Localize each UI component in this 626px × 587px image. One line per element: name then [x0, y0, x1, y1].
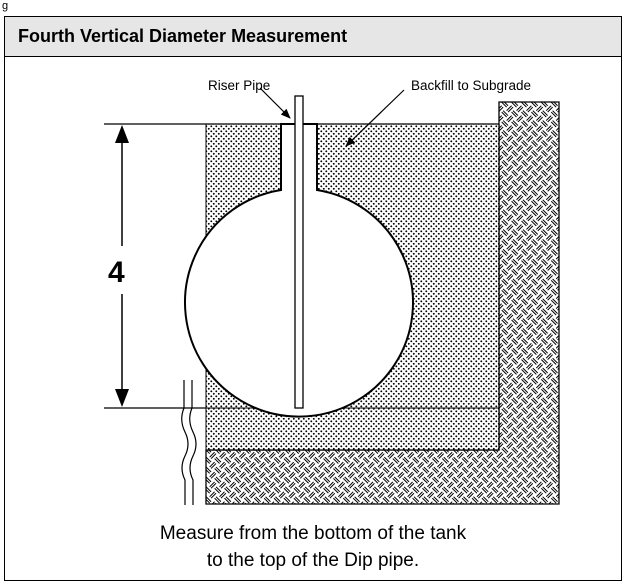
- measurement-number: 4: [108, 256, 125, 289]
- figure-label: g: [2, 0, 9, 12]
- caption-line-1: Measure from the bottom of the tank: [159, 523, 467, 544]
- riser-pipe: [294, 95, 304, 409]
- header-background: [5, 17, 621, 56]
- break-line-right: [189, 380, 197, 505]
- caption-line-2: to the top of the Dip pipe.: [206, 550, 420, 571]
- backfill-label: Backfill to Subgrade: [411, 78, 531, 93]
- excavation-boundary: [206, 124, 500, 451]
- backfill-leader: [345, 89, 405, 147]
- riser-pipe-leader: [259, 87, 291, 119]
- dimension-arrow-down: [115, 389, 129, 407]
- dimension-arrow-up: [115, 125, 129, 143]
- figure-header: Fourth Vertical Diameter Measurement: [5, 17, 621, 57]
- figure-title: Fourth Vertical Diameter Measurement: [18, 26, 348, 46]
- riser-pipe-label: Riser Pipe: [208, 78, 270, 93]
- break-line-left: [181, 380, 189, 505]
